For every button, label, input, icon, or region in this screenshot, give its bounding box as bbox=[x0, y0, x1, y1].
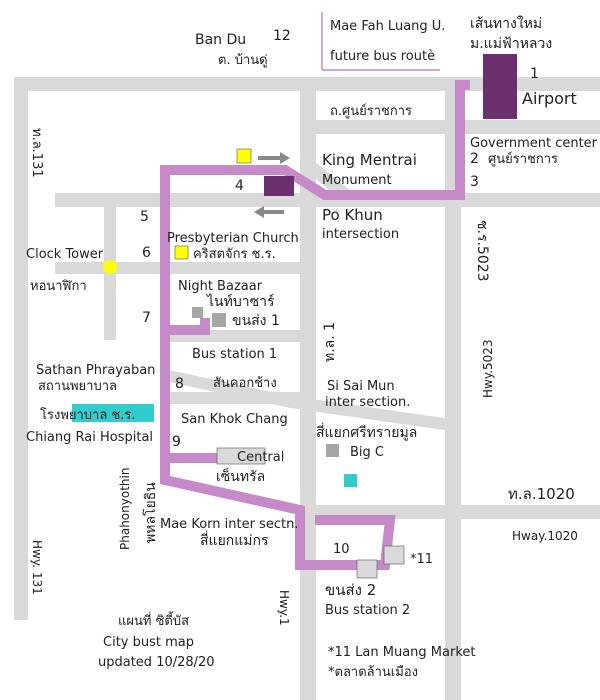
label-sathan-phrayaban-th: สถานพยาบาล bbox=[38, 379, 117, 394]
route-line-bazaar bbox=[165, 318, 210, 335]
label-night-bazaar-th: ไนท์บาซาร์ bbox=[206, 293, 275, 310]
cyan-marker bbox=[344, 474, 357, 487]
map-labels: Ban Du ต. บ้านดู่ 12 Mae Fah Luang U. fu… bbox=[26, 15, 598, 680]
label-road-5023-th: ช.ร.5023 bbox=[474, 220, 490, 282]
arrow-right-icon bbox=[258, 152, 290, 164]
central-building bbox=[216, 447, 266, 465]
label-ban-du-th: ต. บ้านดู่ bbox=[218, 53, 268, 68]
label-king-mentrai: King Mentrai bbox=[322, 151, 417, 169]
stop-2: 2 bbox=[470, 151, 479, 167]
label-mae-korn: Mae Korn inter sectn. bbox=[160, 517, 298, 532]
label-ban-du: Ban Du bbox=[195, 32, 246, 48]
bus-route bbox=[160, 80, 470, 570]
label-hwy-131: Hwy. 131 bbox=[30, 540, 44, 595]
road-clock-tower bbox=[55, 262, 300, 274]
label-future-2: future bus routè bbox=[330, 49, 435, 64]
stop-6: 6 bbox=[142, 245, 151, 261]
label-road-1-th: ท.ล. 1 bbox=[322, 322, 338, 362]
label-presbyterian: Presbyterian Church bbox=[167, 231, 299, 246]
label-presbyterian-th: คริสตจักร ช.ร. bbox=[193, 247, 276, 262]
future-route-box bbox=[321, 12, 440, 71]
bus-station-1-marker bbox=[212, 313, 226, 327]
label-san-khok-chang-th: สันคอกช้าง bbox=[213, 376, 277, 391]
stop-5: 5 bbox=[140, 209, 149, 225]
lan-muang-marker bbox=[383, 545, 405, 565]
label-clock-tower-th: หอนาฬิกา bbox=[30, 279, 87, 294]
label-si-sai-mun-th: สี่แยกศรีทรายมูล bbox=[316, 423, 417, 441]
stop-3: 3 bbox=[470, 174, 479, 190]
label-si-sai-mun: Si Sai Mun bbox=[327, 379, 395, 394]
label-airport: Airport bbox=[522, 89, 577, 108]
label-phahonyothin-th: พหลโยธิน bbox=[142, 482, 159, 543]
label-inter-section: inter section. bbox=[325, 395, 410, 410]
stop-4: 4 bbox=[235, 178, 244, 194]
label-bus-station-2-th: ขนส่ง 2 bbox=[325, 581, 376, 599]
label-future-1: Mae Fah Luang U. bbox=[330, 19, 445, 34]
yellow-marker-top bbox=[236, 148, 252, 164]
night-bazaar-marker bbox=[192, 307, 203, 318]
label-clock-tower: Clock Tower bbox=[26, 247, 104, 262]
label-san-khok-chang: San Khok Chang bbox=[181, 412, 288, 427]
bus-station-2-marker bbox=[356, 559, 378, 579]
label-night-bazaar: Night Bazaar bbox=[178, 279, 263, 294]
hospital-highlight bbox=[72, 404, 154, 422]
label-hospital: Chiang Rai Hospital bbox=[26, 430, 153, 445]
label-monument: Monument bbox=[322, 173, 392, 188]
landmarks bbox=[72, 54, 517, 579]
road-hwy-5023 bbox=[445, 77, 461, 700]
label-city-map-th: แผนที่ ซิตี้บัส bbox=[118, 611, 189, 629]
label-road-th-top: ถ.ศูนย์ราชการ bbox=[330, 103, 412, 119]
label-big-c: Big C bbox=[350, 445, 384, 460]
road-hwy-131 bbox=[14, 77, 28, 620]
stop-11: *11 bbox=[410, 552, 433, 567]
stop-1: 1 bbox=[530, 66, 539, 82]
label-intersection: intersection bbox=[322, 227, 399, 242]
church-marker bbox=[174, 245, 189, 260]
label-bus-station-1: Bus station 1 bbox=[192, 347, 277, 362]
clock-tower-marker bbox=[103, 260, 117, 274]
label-lan-muang: *11 Lan Muang Market bbox=[328, 645, 476, 660]
label-road-1020-th: ท.ล.1020 bbox=[508, 485, 575, 503]
label-bus-station-2: Bus station 2 bbox=[325, 603, 410, 618]
label-phahonyothin: Phahonyothin bbox=[118, 468, 132, 550]
label-gov-center-th: ศูนย์ราชการ bbox=[488, 151, 558, 167]
label-new-route-th-2: ม.แม่ฟ้าหลวง bbox=[470, 36, 552, 52]
label-hwy-1020: Hway.1020 bbox=[512, 529, 578, 543]
arrow-left-icon bbox=[254, 206, 284, 218]
label-sathan-phrayaban: Sathan Phrayaban bbox=[36, 363, 155, 378]
stop-9: 9 bbox=[172, 434, 181, 450]
label-road-131-th: ท.ล.131 bbox=[29, 128, 44, 178]
label-city-map: City bust map bbox=[103, 635, 194, 650]
label-updated: updated 10/28/20 bbox=[98, 655, 215, 670]
route-line-main bbox=[160, 80, 470, 570]
label-gov-center: Government center bbox=[470, 136, 598, 151]
label-hospital-th: โรงพยาบาล ช.ร. bbox=[40, 407, 136, 423]
label-hwy-5023: Hwy.5023 bbox=[481, 339, 495, 398]
stop-12: 12 bbox=[273, 28, 291, 44]
label-mae-korn-th: สี่แยกแม่กร bbox=[200, 531, 269, 549]
direction-arrows bbox=[254, 152, 290, 218]
label-po-khun: Po Khun bbox=[322, 206, 383, 224]
airport-building bbox=[483, 54, 517, 119]
stop-10: 10 bbox=[333, 542, 350, 557]
label-new-route-th-1: เส้นทางใหม่ bbox=[470, 15, 542, 32]
label-lan-muang-th: *ตลาดล้านเมือง bbox=[328, 664, 418, 680]
stop-8: 8 bbox=[175, 376, 184, 392]
label-central-th: เซ็นทรัล bbox=[216, 467, 265, 485]
label-hwy-1: Hwy.1 bbox=[277, 590, 291, 626]
label-bus-station-1-th: ขนส่ง 1 bbox=[232, 313, 280, 329]
monument-building bbox=[264, 176, 294, 196]
road-si-sai-mun bbox=[160, 368, 458, 432]
big-c-marker bbox=[326, 444, 339, 457]
stop-7: 7 bbox=[142, 310, 151, 326]
label-central: Central bbox=[237, 450, 284, 465]
